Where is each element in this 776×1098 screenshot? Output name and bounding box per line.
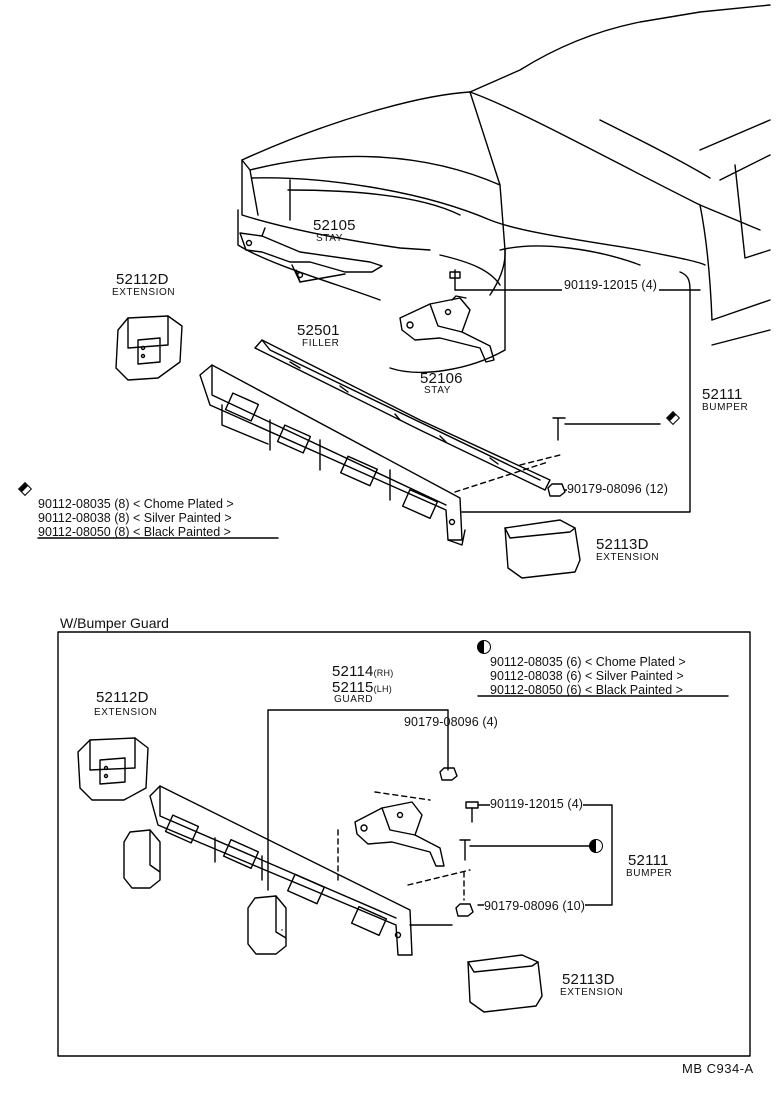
note-line: 90112-08035 (8) < Chome Plated > xyxy=(38,497,234,511)
extension-52113D-bottom-shape xyxy=(467,954,543,1013)
section-title-bumper-guard: W/Bumper Guard xyxy=(60,615,169,631)
extension-52112D-top-shape xyxy=(115,315,183,381)
bumper-guard-frame xyxy=(57,631,751,1057)
note-line: 90112-08038 (6) < Silver Painted > xyxy=(490,669,684,683)
stay-52106-shape xyxy=(399,295,495,363)
part-number-52115: 52115(LH) xyxy=(332,680,392,695)
part-number-52111-bottom: 52111 xyxy=(628,852,669,869)
bolt-bottom-upper xyxy=(465,801,613,906)
part-name-extension-52112D-top: EXTENSION xyxy=(112,287,176,298)
bumper-top-shape xyxy=(199,364,466,546)
part-number-52106: 52106 xyxy=(420,370,463,387)
bolt-label-top: 90119-12015 (4) xyxy=(562,278,660,292)
nut-bottom-lower xyxy=(407,869,474,926)
stay-52105-shape xyxy=(239,227,383,283)
guard-rh-suffix: (RH) xyxy=(373,668,394,678)
guard-lh-suffix: (LH) xyxy=(373,684,392,694)
part-number-52112D-bottom: 52112D xyxy=(96,689,149,706)
reference-code: MB C934-A xyxy=(682,1061,754,1076)
vehicle-body-outline xyxy=(237,4,771,373)
part-number-52111-top: 52111 xyxy=(702,386,743,403)
bolt-top-middle xyxy=(552,417,661,441)
stay-bottom-shape xyxy=(337,791,445,881)
part-name-extension-52113D-top: EXTENSION xyxy=(596,552,660,563)
part-number-52105: 52105 xyxy=(313,217,356,234)
half-circle-symbol-icon-notes xyxy=(477,640,491,654)
note-line: 90112-08035 (6) < Chome Plated > xyxy=(490,655,686,669)
part-name-stay-52105: STAY xyxy=(316,233,344,244)
note-line: 90112-08050 (8) < Black Painted > xyxy=(38,525,231,539)
extension-52112D-bottom-shape xyxy=(77,737,149,801)
guard-lh-number: 52115 xyxy=(332,679,374,696)
bolt-bottom-middle xyxy=(459,839,591,861)
part-name-stay-52106: STAY xyxy=(424,385,452,396)
part-name-filler-52501: FILLER xyxy=(302,338,340,349)
guard-right-shape xyxy=(247,895,287,955)
extension-52113D-top-shape xyxy=(504,519,581,579)
leader-guard xyxy=(267,709,449,891)
leader-body-curve xyxy=(679,271,691,291)
bumper-bottom-shape xyxy=(149,785,413,956)
part-name-guard: GUARD xyxy=(334,694,374,705)
nut-top xyxy=(454,454,571,497)
bolt-label-bottom: 90119-12015 (4) xyxy=(490,797,584,811)
part-number-52114: 52114(RH) xyxy=(332,664,393,679)
note-line: 90112-08038 (8) < Silver Painted > xyxy=(38,511,232,525)
part-number-52113D-top: 52113D xyxy=(596,536,649,553)
nut-label-top: 90179-08096 (12) xyxy=(567,482,668,496)
part-name-extension-52112D-bottom: EXTENSION xyxy=(94,707,158,718)
notes-bottom: 90112-08035 (6) < Chome Plated > 90112-0… xyxy=(490,655,686,697)
guard-left-shape xyxy=(123,829,161,889)
nut-bottom-upper xyxy=(439,767,458,781)
half-circle-symbol-icon-bottom xyxy=(589,839,603,853)
nut-label-bottom-10: 90179-08096 (10) xyxy=(484,899,585,913)
part-number-52113D-bottom: 52113D xyxy=(562,971,615,988)
note-line: 90112-08050 (6) < Black Painted > xyxy=(490,683,683,697)
notes-top: 90112-08035 (8) < Chome Plated > 90112-0… xyxy=(38,497,234,539)
part-number-52501: 52501 xyxy=(297,322,340,339)
part-name-bumper-bottom: BUMPER xyxy=(626,868,673,879)
nut-label-bottom-4: 90179-08096 (4) xyxy=(404,715,498,729)
part-name-extension-52113D-bottom: EXTENSION xyxy=(560,987,624,998)
guard-rh-number: 52114 xyxy=(332,663,374,680)
part-number-52112D-top: 52112D xyxy=(116,271,169,288)
filler-52501-shape xyxy=(254,339,551,491)
leader-52111-top xyxy=(461,289,691,513)
part-name-bumper-top: BUMPER xyxy=(702,402,749,413)
